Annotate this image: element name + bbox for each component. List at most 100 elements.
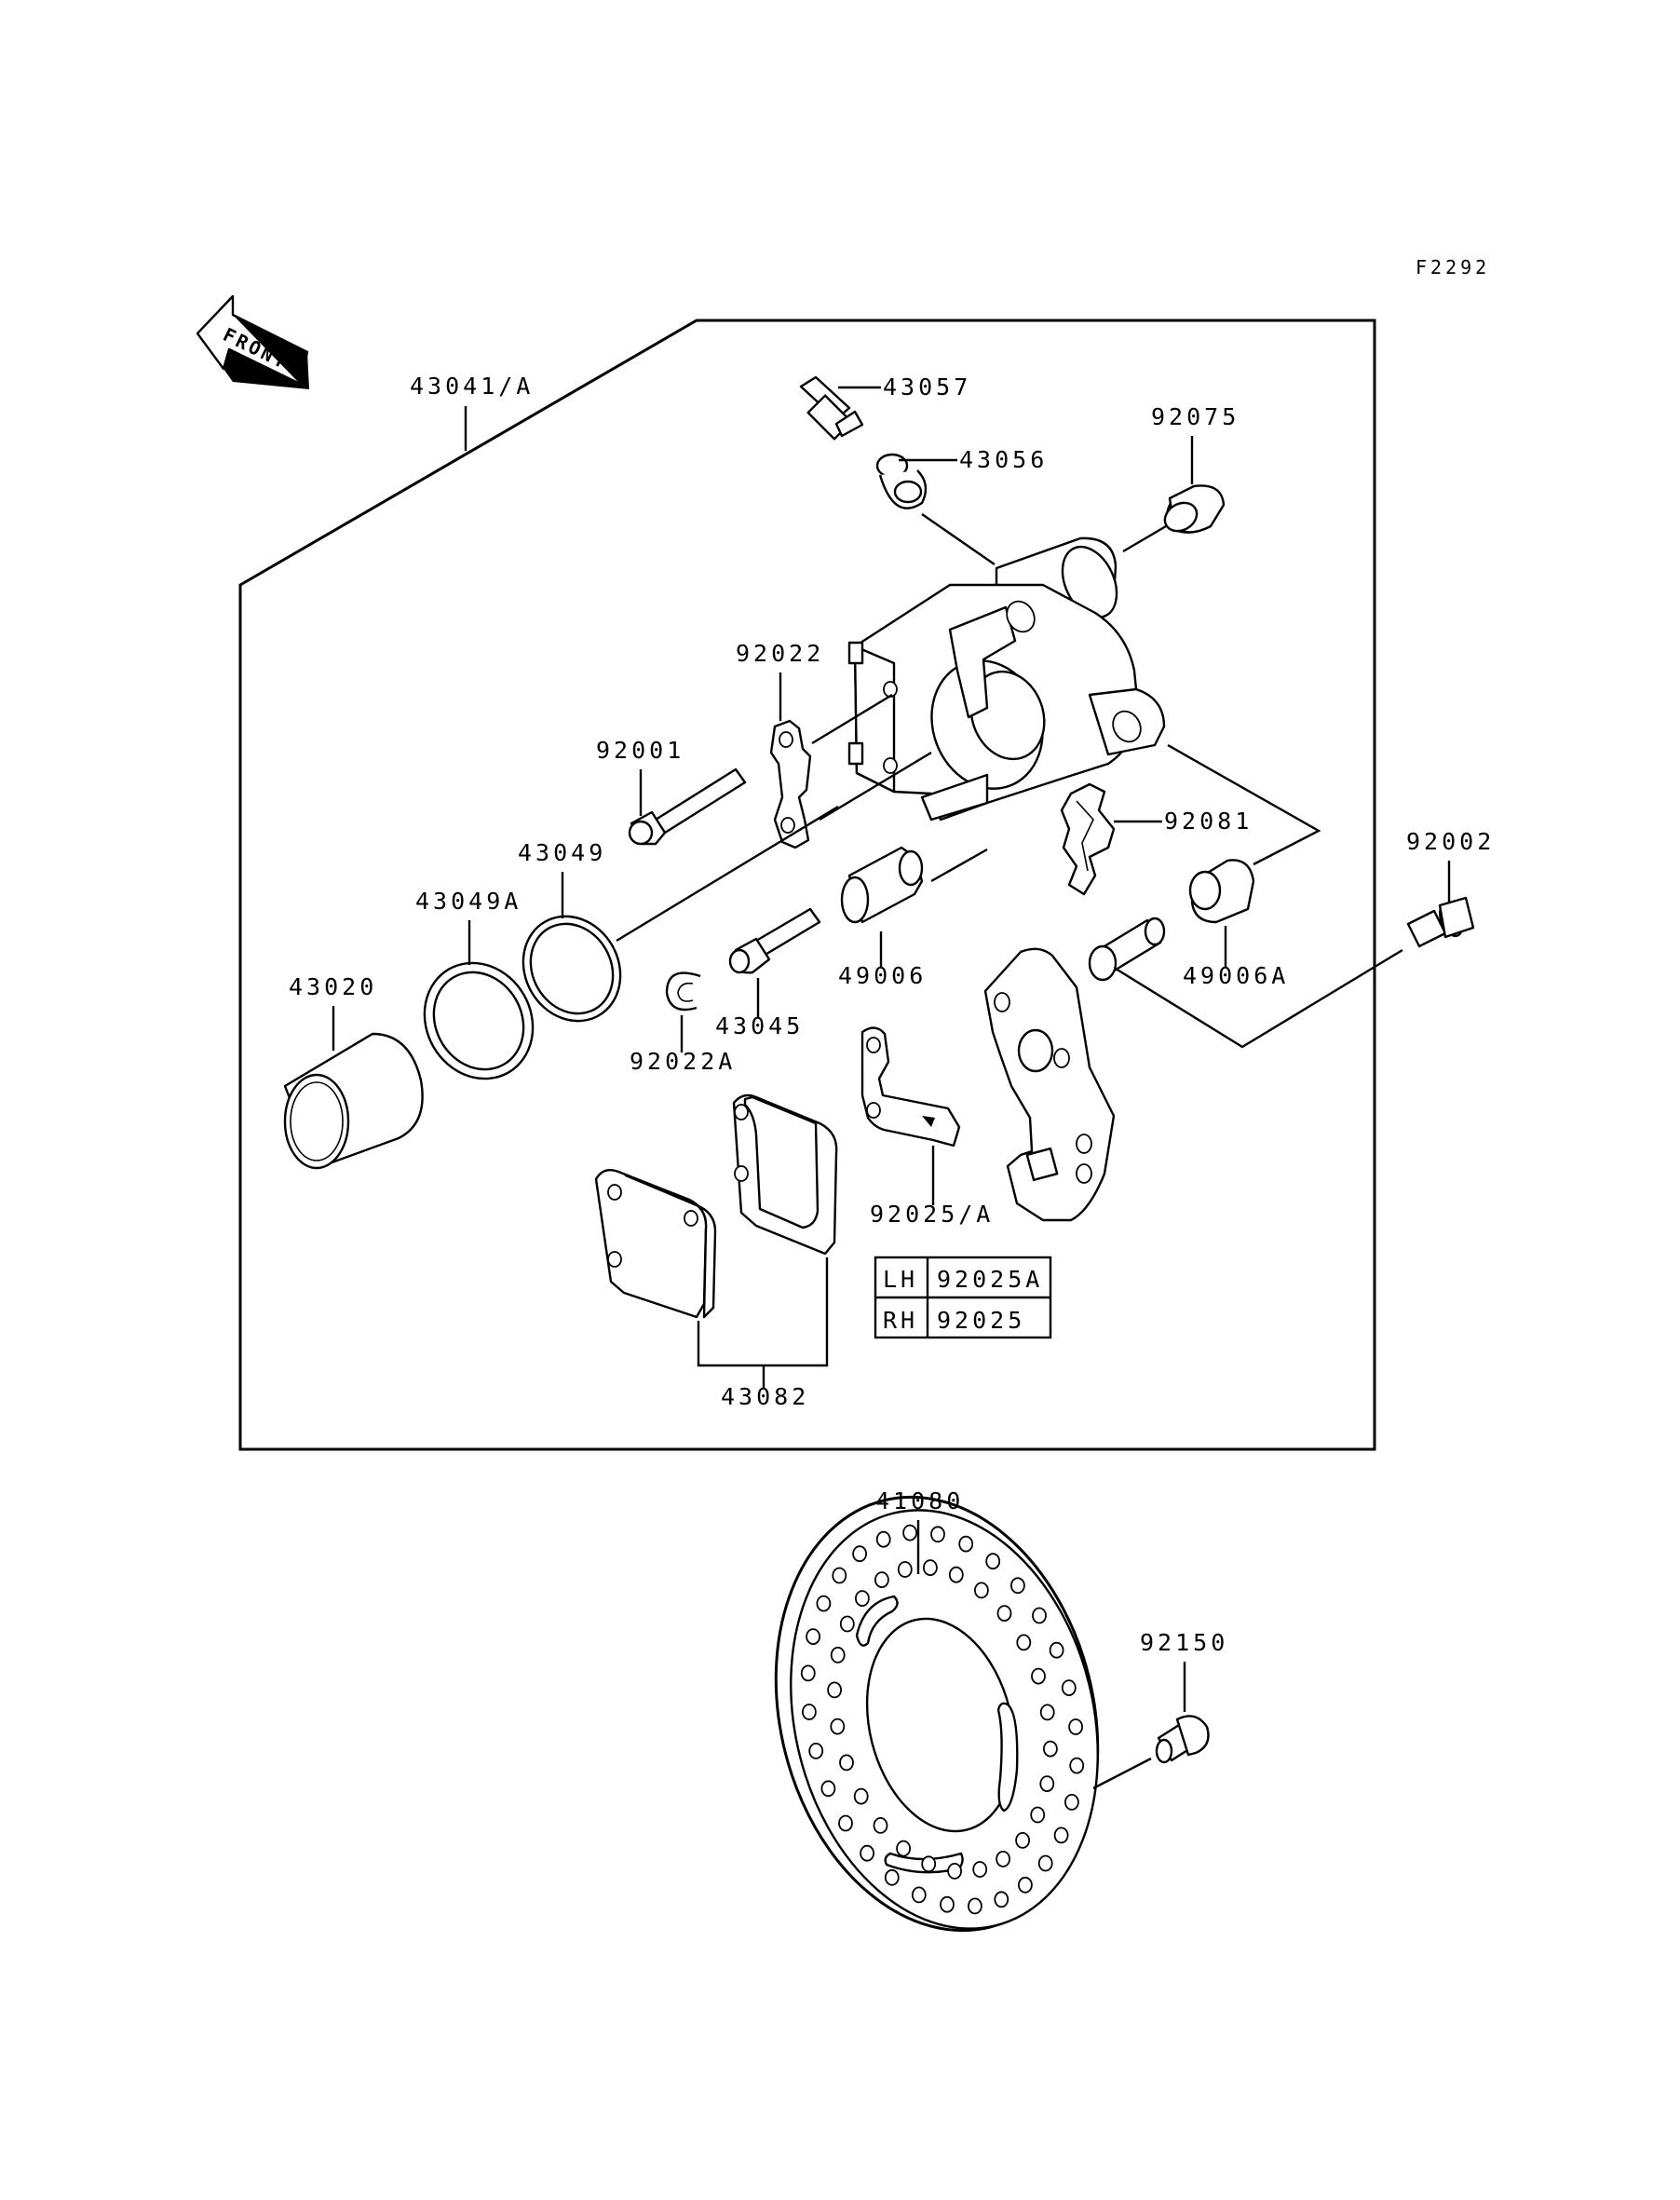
leader-piston-seal-to-body [616, 805, 839, 943]
disc-hole [839, 1615, 855, 1633]
bleeder-valve [799, 375, 864, 441]
leader-pin-bolt-to-body [819, 751, 932, 822]
label-pin-bolt: 92001 [596, 737, 684, 764]
label-boot: 92075 [1151, 403, 1240, 430]
disc-hole [1049, 1641, 1064, 1659]
disc-hole [808, 1743, 824, 1759]
disc-holes [800, 1524, 1085, 1915]
disc-hole [974, 1582, 989, 1599]
label-bleeder-cap: 43056 [959, 446, 1048, 473]
disc-hole [994, 1891, 1009, 1908]
pad-spring [860, 1026, 961, 1148]
caliper-bracket [983, 917, 1166, 1222]
disc-hole [802, 1704, 817, 1720]
disc-hole [820, 1780, 836, 1798]
disc-hole [972, 1861, 988, 1878]
side-table: LH 92025A RH 92025 [874, 1256, 1052, 1339]
disc-hole [1037, 1854, 1053, 1872]
label-bleeder: 43057 [883, 373, 971, 401]
disc-hole [816, 1595, 832, 1612]
pad-spring-plate [769, 719, 812, 849]
pin-bolt [628, 767, 747, 846]
dust-seal [423, 961, 535, 1080]
label-bolt: 92002 [1406, 828, 1495, 855]
piston-seal [522, 915, 622, 1023]
disc-hole [1039, 1775, 1055, 1792]
leader-disc-bolt-to-disc [1092, 1757, 1152, 1790]
disc-hole [948, 1566, 964, 1583]
leader-bolt-to-bracket [1115, 948, 1403, 1049]
diagram-code: F2292 [1416, 256, 1490, 278]
label-spring: 92081 [1164, 808, 1253, 835]
brake-disc [774, 1495, 1100, 1933]
label-pin: 43045 [715, 1012, 804, 1039]
brake-pad-inner [594, 1169, 717, 1319]
disc-bolt [1155, 1715, 1210, 1764]
disc-hole [1015, 1832, 1030, 1849]
circlip [665, 971, 701, 1012]
disc-hole [996, 1605, 1012, 1622]
label-piston: 43020 [289, 973, 377, 1000]
leader-pad-spring-plate-to-body [811, 693, 893, 745]
disc-hole [1069, 1757, 1085, 1774]
disc-hole [958, 1535, 974, 1553]
label-disc: 41080 [875, 1487, 964, 1514]
disc-hole [1053, 1827, 1069, 1844]
disc-hole [800, 1664, 816, 1682]
label-pad-spring-plate: 92022 [736, 640, 824, 667]
disc-hole [985, 1553, 1001, 1570]
sleeve-boot [1188, 859, 1255, 924]
disc-hole [911, 1886, 927, 1904]
label-kit: 43041/A [410, 373, 534, 400]
disc-hole [874, 1571, 889, 1588]
disc-hole [852, 1545, 867, 1563]
brake-pad-outer [732, 1093, 838, 1256]
table-side-lh: LH [883, 1266, 918, 1293]
leader-sleeve-boot-to-body [1167, 743, 1321, 866]
disc-hole [832, 1567, 847, 1584]
bolt [1406, 896, 1475, 948]
disc-hole [806, 1628, 820, 1645]
disc-hole [921, 1855, 937, 1873]
boot [1163, 484, 1226, 534]
disc-hole [1064, 1794, 1079, 1811]
kit-outline [238, 319, 1376, 1451]
label-dust-seal: 43049A [415, 888, 522, 915]
label-pad-spring: 92025/A [870, 1201, 994, 1228]
table-part-lh: 92025A [937, 1266, 1043, 1293]
disc-hole [923, 1559, 938, 1576]
disc-hole [1016, 1634, 1032, 1651]
disc-hole [1030, 1806, 1046, 1824]
disc-hole [884, 1868, 900, 1886]
disc-hole [930, 1526, 945, 1543]
leader-pads [697, 1257, 829, 1367]
table-side-rh: RH [883, 1307, 918, 1334]
disc-hole [855, 1590, 870, 1607]
label-pads: 43082 [721, 1383, 809, 1410]
disc-hole [1039, 1704, 1055, 1721]
caliper-body [847, 536, 1166, 822]
label-sleeve: 49006 [838, 962, 927, 989]
label-sleeve-boot: 49006A [1183, 962, 1289, 989]
disc-hole [827, 1681, 842, 1699]
disc-hole [1010, 1577, 1025, 1595]
disc-hole [860, 1844, 874, 1862]
disc-hole [996, 1851, 1010, 1867]
disc-hole [830, 1647, 846, 1664]
leader-sleeve-to-body [930, 848, 988, 883]
disc-hole [896, 1840, 911, 1857]
spring [1060, 782, 1116, 896]
disc-hole [875, 1530, 891, 1548]
sleeve [840, 846, 924, 924]
disc-hole [1043, 1740, 1058, 1758]
disc-hole [873, 1817, 888, 1834]
disc-hole [1061, 1679, 1077, 1696]
disc-hole [968, 1897, 982, 1915]
disc-hole [947, 1863, 962, 1880]
leader-bleeder-cap-to-body [921, 513, 996, 565]
disc-hole [838, 1814, 853, 1832]
piston [283, 1032, 424, 1170]
front-arrow-icon: FRONT [196, 294, 309, 389]
pin [728, 907, 821, 974]
